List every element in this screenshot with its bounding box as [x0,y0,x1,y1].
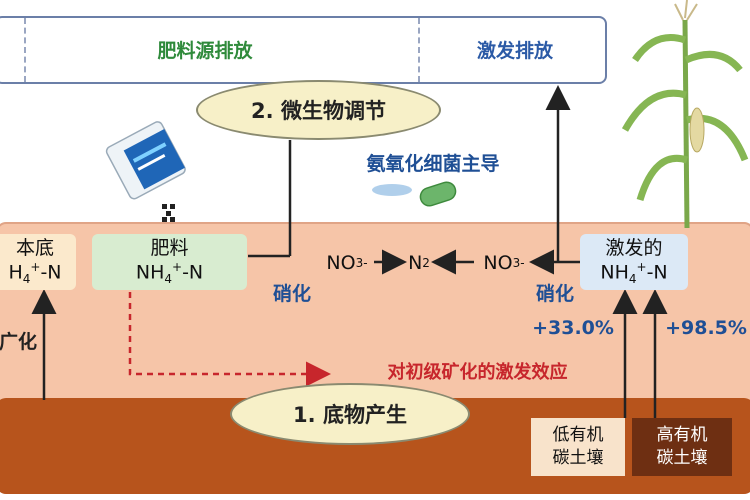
nitrification-label: 硝化 [272,282,311,305]
primed-emission-label: 激发排放 [476,39,553,62]
emission-divider [418,18,420,82]
priming-effect-label: 对初级矿化的激发效应 [387,362,568,383]
priming-effect-arrow [128,292,331,387]
primed-nh4-box: 激发的 NH4+-N [580,234,688,290]
low-soil-line2: 碳土壤 [552,448,604,468]
high-soil-line1: 高有机 [656,425,708,446]
high-soil-percent: +98.5% [665,317,747,339]
base-box-title: 本底 [15,236,54,259]
fertilizer-emission-label: 肥料源排放 [157,39,253,62]
base-box-formula: H4+-N [8,260,62,287]
low-carbon-soil-box: 低有机 碳土壤 [531,418,625,476]
low-soil-line1: 低有机 [552,425,604,446]
base-nh4-box: 本底 H4+-N [0,234,76,290]
mineralization-label: 广化 [0,330,37,353]
high-soil-line2: 碳土壤 [656,448,708,468]
primed-box-formula: NH4+-N [600,260,668,287]
primed-box-title: 激发的 [605,236,663,259]
low-soil-percent: +33.0% [532,317,614,339]
aob-dominant-label: 氨氧化细菌主导 [366,152,500,175]
high-carbon-soil-box: 高有机 碳土壤 [632,418,732,476]
corn-plant-icon [621,0,749,228]
emission-divider [24,18,26,82]
fertilizer-box-formula: NH4+-N [135,260,204,287]
nitrification-label: 硝化 [535,282,574,305]
bacteria-icon [372,181,457,207]
substrate-production-ellipse: 1. 底物产生 [230,383,470,445]
microbe-regulation-ellipse: 2. 微生物调节 [196,80,441,140]
fertilizer-box-title: 肥料 [150,236,189,259]
fertilizer-nh4-box: 肥料 NH4+-N [92,234,247,290]
fertilizer-bag-icon [105,121,186,222]
emission-box [0,16,607,84]
